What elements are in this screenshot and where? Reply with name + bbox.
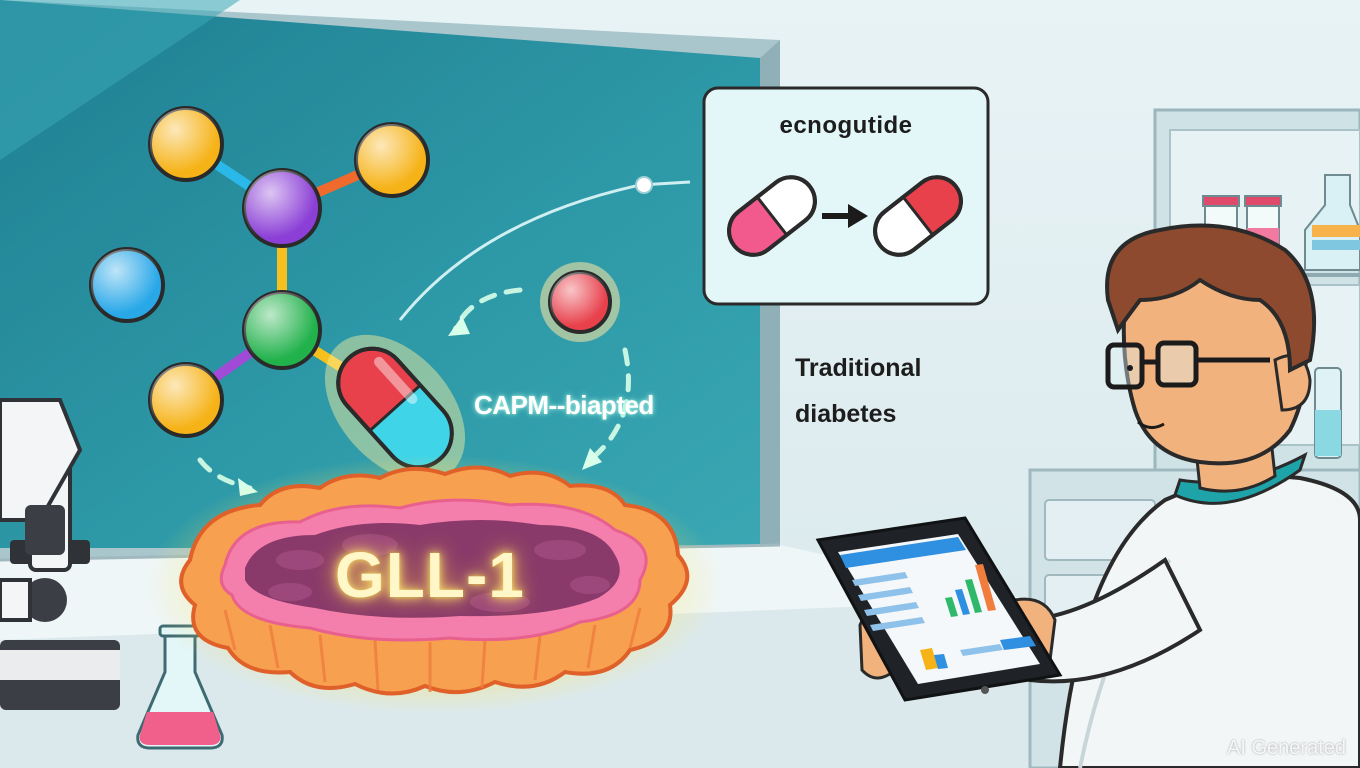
traditional-diabetes-label: Traditional diabetes bbox=[795, 345, 995, 437]
scientist bbox=[858, 223, 1360, 768]
red-particle bbox=[540, 262, 620, 342]
traditional-line-2: diabetes bbox=[795, 400, 897, 428]
reagent-bottles bbox=[1202, 174, 1360, 459]
capm-label: CAPM--biapted bbox=[474, 390, 654, 420]
microscope bbox=[0, 398, 120, 710]
glowing-tart bbox=[145, 455, 725, 715]
tablet-device bbox=[815, 516, 1063, 702]
molecule-model bbox=[89, 106, 430, 438]
target-label: GLL-1 bbox=[335, 539, 525, 611]
drug-name-label: ecnogutide bbox=[779, 112, 913, 139]
motion-path bbox=[398, 176, 691, 321]
watermark-label: AI Generated bbox=[1227, 737, 1346, 759]
traditional-line-1: Traditional bbox=[795, 354, 922, 382]
drug-callout-box bbox=[702, 86, 990, 306]
tablet-bar-chart bbox=[945, 564, 996, 617]
transform-arrow-icon bbox=[822, 204, 868, 228]
